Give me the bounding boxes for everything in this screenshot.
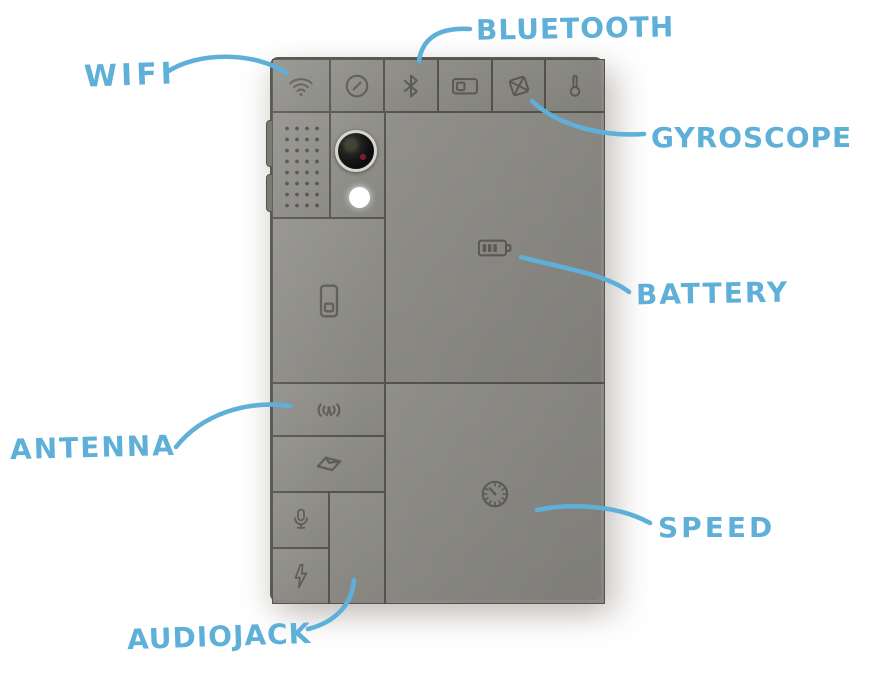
- thermometer-icon: [569, 74, 581, 97]
- camera-flash: [349, 187, 370, 208]
- dial-slash-icon: [345, 74, 369, 97]
- module-camera: [330, 112, 385, 218]
- wifi-arrow: [164, 54, 289, 76]
- module-charger: [272, 548, 329, 604]
- map-tilt-icon: [316, 456, 341, 472]
- module-battery: [385, 112, 605, 383]
- memory-card-icon: [451, 77, 479, 95]
- module-dial: [330, 59, 384, 112]
- antenna-broadcast-icon: [317, 402, 340, 417]
- battery-icon: [477, 239, 512, 256]
- module-speaker: [272, 112, 330, 218]
- module-microphone: [272, 492, 329, 548]
- speaker-grille: [280, 121, 325, 213]
- wifi-icon: [289, 77, 313, 96]
- sim-storage-icon: [319, 283, 338, 317]
- module-memory-card: [438, 59, 492, 112]
- callout-wifi-label: WIFI: [83, 56, 177, 95]
- bluetooth-icon: [403, 74, 418, 97]
- speedometer-icon: [481, 480, 509, 507]
- module-speed: [385, 383, 605, 604]
- camera-lens: [335, 130, 377, 172]
- callout-audiojack-label: AUDIOJACK: [126, 616, 312, 657]
- callout-gyroscope-label: GYROSCOPE: [651, 121, 853, 154]
- module-bluetooth: [384, 59, 438, 112]
- callout-battery-label: BATTERY: [635, 275, 790, 312]
- module-thermometer: [545, 59, 605, 112]
- phone-back: [266, 57, 605, 604]
- module-map: [272, 436, 385, 492]
- callout-antenna-label: ANTENNA: [9, 428, 177, 467]
- module-storage: [272, 218, 385, 383]
- module-wifi: [272, 59, 330, 112]
- module-gyroscope: [492, 59, 545, 112]
- microphone-icon: [293, 508, 308, 529]
- callout-speed-label: SPEED: [658, 511, 776, 544]
- gyroscope-cube-icon: [508, 75, 529, 96]
- callout-bluetooth-label: BLUETOOTH: [475, 10, 675, 47]
- lightning-bolt-icon: [294, 563, 307, 589]
- module-blank: [329, 492, 385, 604]
- module-antenna: [272, 383, 385, 436]
